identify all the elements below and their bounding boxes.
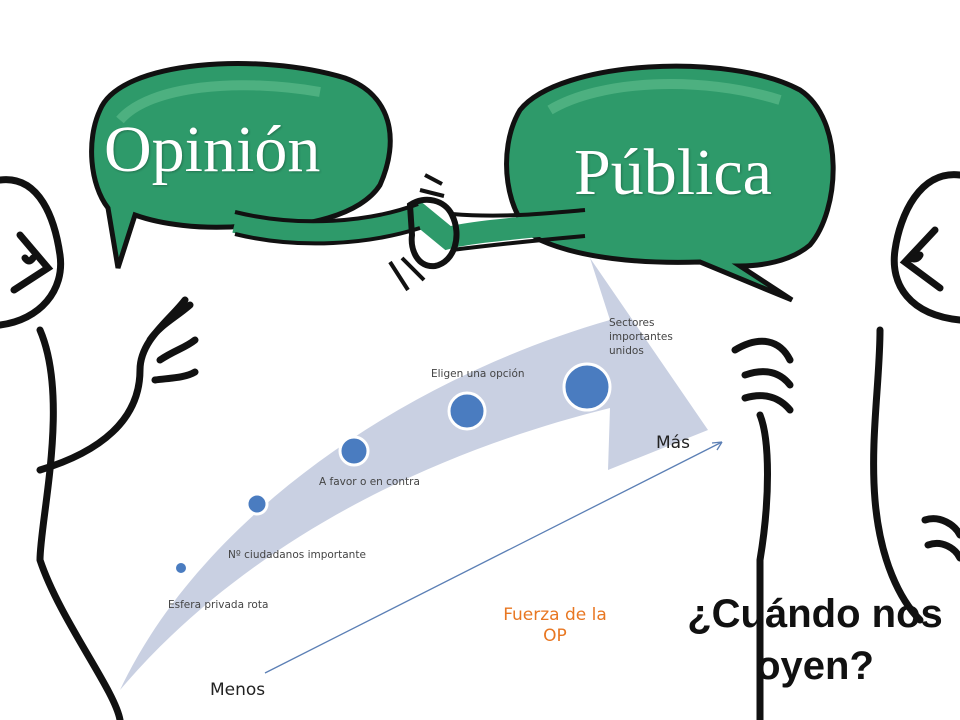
question-text: ¿Cuándo nos oyen? bbox=[687, 592, 943, 688]
speech-bubble-left-icon bbox=[89, 61, 393, 269]
title-word-opinion: Opinión bbox=[104, 113, 321, 186]
handshake-icon bbox=[232, 173, 586, 292]
step-label-3: A favor o en contra bbox=[319, 476, 420, 488]
axis-arrowhead-icon bbox=[711, 441, 723, 451]
title-word-publica: Pública bbox=[574, 136, 772, 209]
step-dot-4 bbox=[447, 391, 487, 431]
step-label-2: Nº ciudadanos importante bbox=[228, 549, 366, 561]
progress-arrow-icon bbox=[120, 258, 708, 690]
step-dot-2 bbox=[245, 492, 269, 516]
step-label-1: Esfera privada rota bbox=[168, 599, 269, 611]
left-person-icon bbox=[0, 176, 199, 720]
step-label-4: Eligen una opción bbox=[431, 368, 525, 380]
axis-label: Fuerza de la OP bbox=[503, 605, 607, 646]
step-dot-3 bbox=[338, 435, 370, 467]
scale-low-label: Menos bbox=[210, 680, 266, 700]
right-person-icon bbox=[731, 171, 960, 720]
strength-axis-line bbox=[264, 441, 723, 674]
step-dot-1 bbox=[174, 561, 188, 575]
scale-high-label: Más bbox=[656, 433, 690, 453]
step-label-5: Sectores importantes unidos bbox=[609, 317, 673, 357]
step-dot-5 bbox=[562, 362, 612, 412]
